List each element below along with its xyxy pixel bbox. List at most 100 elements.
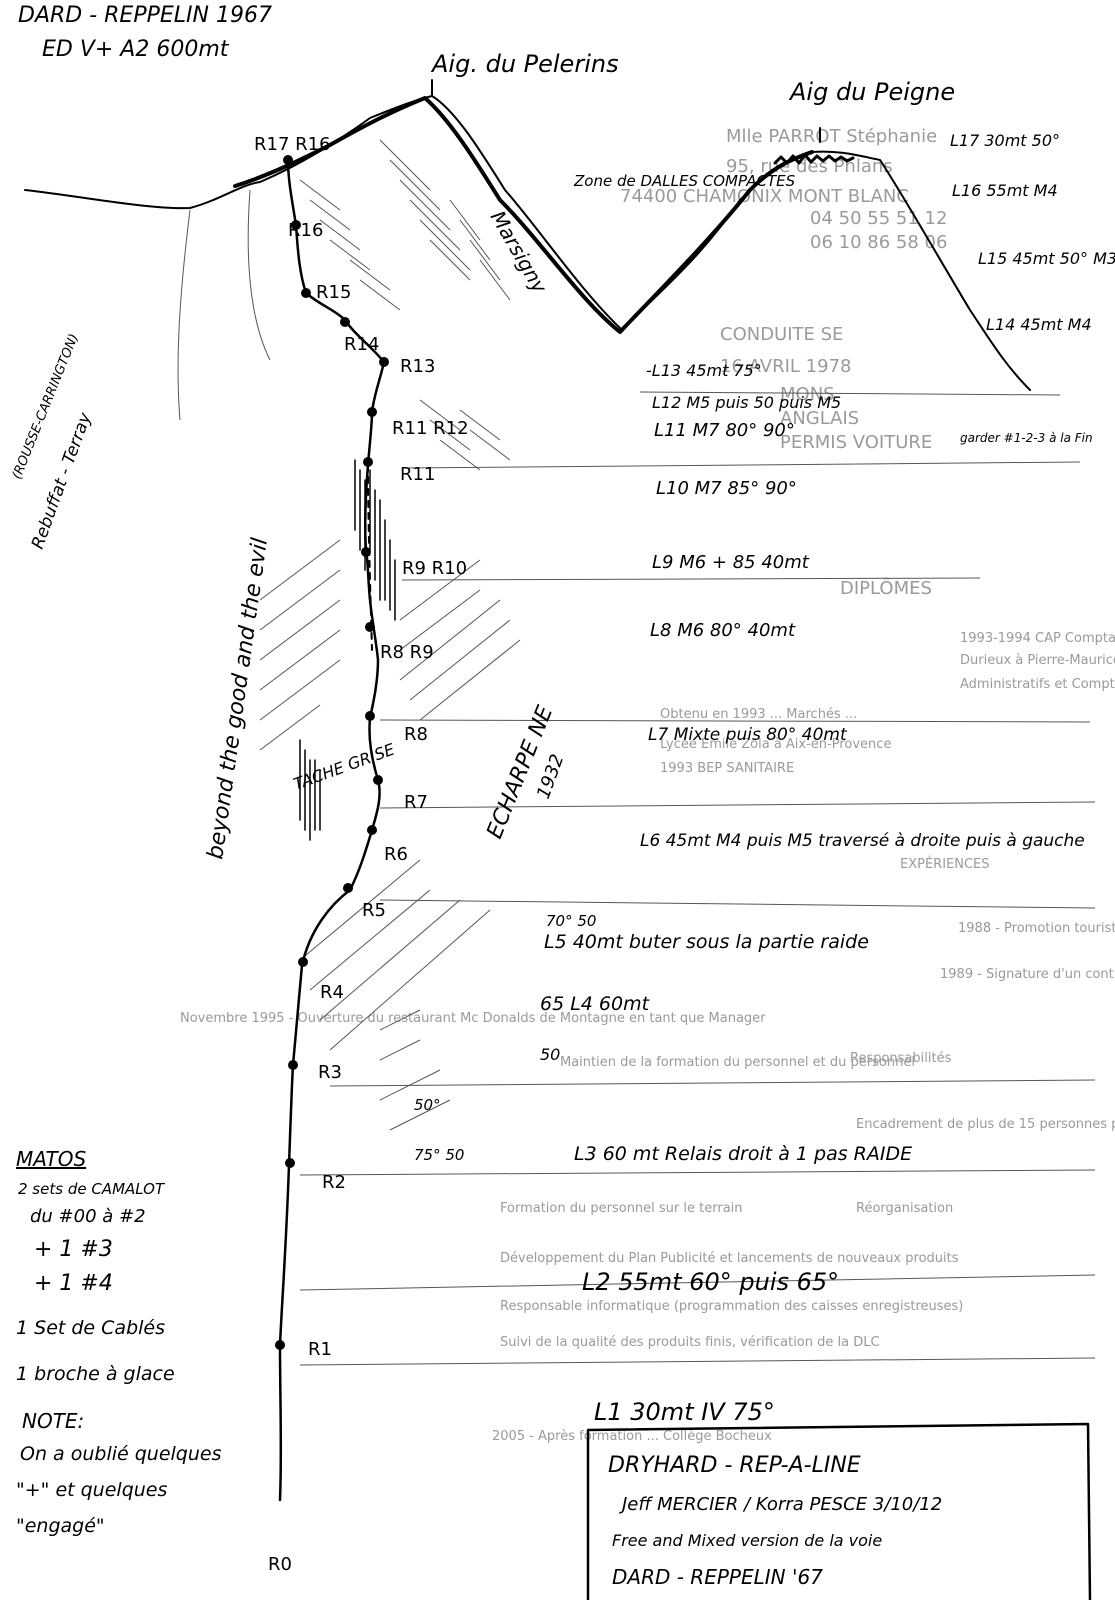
relay-dot	[367, 407, 377, 417]
cv-line: EXPÉRIENCES	[900, 856, 990, 872]
relay-dot	[340, 317, 350, 327]
cv-line: Novembre 1995 - Ouverture du restaurant …	[180, 1011, 766, 1026]
gear-line: 1 Set de Cablés	[16, 1317, 165, 1339]
relay-labels: R0 R1 R2 R3 R4 R5 R6 R7 R8 R8 R9 R9 R10 …	[254, 134, 469, 1575]
pitch-L2: L2 55mt 60° puis 65°	[582, 1268, 839, 1296]
pitch-L4-50: 50	[540, 1045, 560, 1064]
pitch-L3-angles: 75° 50	[414, 1146, 464, 1164]
pitch-L16: L16 55mt M4	[952, 181, 1058, 200]
relay-label: R9 R10	[402, 558, 467, 579]
cv-line: DIPLÔMES	[840, 577, 932, 599]
cv-line: 1993-1994 CAP Comptabilité / Administrat…	[960, 631, 1115, 646]
note-title: NOTE:	[22, 1409, 84, 1433]
pitch-L5-angles: 70° 50	[546, 912, 596, 930]
relay-dot	[365, 622, 375, 632]
relay-dot	[283, 155, 293, 165]
cv-line: Encadrement de plus de 15 personnes par …	[856, 1117, 1115, 1132]
relay-label: R4	[320, 982, 344, 1003]
gear-list: MATOS 2 sets de CAMALOT du #00 à #2 + 1 …	[16, 1147, 175, 1385]
relay-label: R6	[384, 844, 408, 865]
pitch-L1: L1 30mt IV 75°	[594, 1398, 775, 1426]
peak-peigne: Aig du Peigne	[788, 78, 955, 106]
cv-line: Mlle PARROT Stéphanie	[726, 126, 937, 147]
cv-line: 1993 BEP SANITAIRE	[660, 761, 794, 776]
relay-dot	[373, 775, 383, 785]
cv-line: Développement du Plan Publicité et lance…	[500, 1251, 959, 1266]
credit-authors: Jeff MERCIER / Korra PESCE 3/10/12	[619, 1494, 942, 1515]
cv-line: Obtenu en 1993 ... Marchés ...	[660, 707, 857, 722]
pitch-L6: L6 45mt M4 puis M5 traversé à droite pui…	[640, 831, 1085, 851]
relay-label: R7	[404, 792, 428, 813]
relay-label: R8	[404, 724, 428, 745]
pitch-L10: L10 M7 85° 90°	[656, 478, 797, 499]
side-route-labels: (ROUSSE-CARRINGTON) Rebuffat - Terray be…	[10, 332, 569, 861]
credit-title: DRYHARD - REP-A-LINE	[608, 1453, 861, 1478]
relay-label: R16	[288, 220, 323, 241]
cv-line: Réorganisation	[856, 1201, 953, 1216]
relay-dot	[365, 711, 375, 721]
route-title: DARD - REPPELIN 1967	[18, 3, 272, 28]
relay-label: R1	[308, 1339, 332, 1360]
relay-dot	[285, 1158, 295, 1168]
gear-line: + 1 #3	[34, 1237, 113, 1262]
relay-label: R17 R16	[254, 134, 331, 155]
credit-box: DRYHARD - REP-A-LINE Jeff MERCIER / Korr…	[588, 1424, 1090, 1600]
relay-label: R13	[400, 356, 435, 377]
ruled-lines	[300, 392, 1095, 1365]
cv-line: Responsable informatique (programmation …	[500, 1299, 963, 1314]
relay-dot	[367, 825, 377, 835]
cv-line: 04 50 55 51 12	[810, 208, 947, 229]
pitch-L13: -L13 45mt 75°	[646, 361, 762, 380]
relay-dot	[288, 1060, 298, 1070]
pitch-L14: L14 45mt M4	[986, 315, 1092, 334]
note-line: On a oublié quelques	[20, 1443, 222, 1465]
relay-label: R11 R12	[392, 418, 469, 439]
cv-line: 1988 - Promotion touristique en boutique…	[958, 921, 1115, 936]
relay-label: R8 R9	[380, 642, 434, 663]
gear-title: MATOS	[16, 1147, 86, 1171]
beyond-label: beyond the good and the evil	[203, 536, 273, 860]
header: DARD - REPPELIN 1967 ED V+ A2 600mt	[18, 3, 272, 62]
gear-line: 2 sets de CAMALOT	[18, 1180, 166, 1198]
pitch-L11: L11 M7 80° 90°	[654, 420, 795, 441]
relay-label: R0	[268, 1554, 292, 1575]
cv-line: Suivi de la qualité des produits finis, …	[500, 1335, 880, 1350]
note-line: "+" et quelques	[16, 1479, 167, 1501]
pitch-L12: L12 M5 puis 50 puis M5	[652, 393, 841, 412]
pitch-L8: L8 M6 80° 40mt	[650, 620, 796, 641]
relay-label: R11	[400, 464, 435, 485]
relay-label: R2	[322, 1172, 346, 1193]
relay-dot	[379, 357, 389, 367]
cv-line: Formation du personnel sur le terrain	[500, 1201, 743, 1216]
cv-line: Administratifs et Comptables 1 au Lycée …	[960, 677, 1115, 692]
peak-pelerins: Aig. du Pelerins	[430, 50, 619, 78]
pitch-L5: L5 40mt buter sous la partie raide	[544, 931, 869, 953]
pitch-L4-angle: 50°	[414, 1096, 441, 1114]
pitch-L4: 65 L4 60mt	[540, 993, 651, 1015]
pitch-L11-gear: garder #1-2-3 à la Fin	[960, 431, 1093, 445]
pitch-L3: L3 60 mt Relais droit à 1 pas RAIDE	[574, 1143, 912, 1165]
cv-line: CONDUITE SE	[720, 324, 843, 345]
relay-dot	[275, 1340, 285, 1350]
relay-dot	[301, 288, 311, 298]
cv-line: 2005 - Après formation ... Collège Boche…	[492, 1429, 772, 1444]
gear-line: + 1 #4	[34, 1271, 113, 1296]
relay-dot	[361, 547, 371, 557]
dalles-label: Zone de DALLES COMPACTES	[573, 172, 796, 190]
relay-label: R15	[316, 282, 351, 303]
slab-hatching	[260, 140, 520, 1130]
pitch-L15: L15 45mt 50° M3	[978, 249, 1115, 268]
relay-dot	[298, 957, 308, 967]
route-grade: ED V+ A2 600mt	[42, 37, 230, 62]
relay-label: R14	[344, 334, 379, 355]
pitch-L17: L17 30mt 50°	[950, 131, 1060, 150]
note-line: "engagé"	[16, 1515, 105, 1537]
note: NOTE: On a oublié quelques "+" et quelqu…	[16, 1409, 222, 1537]
relay-dot	[363, 457, 373, 467]
tache-grise-label: TACHE GRISE	[291, 739, 398, 793]
pitch-L9: L9 M6 + 85 40mt	[652, 552, 810, 573]
credit-subtitle: Free and Mixed version de la voie	[612, 1531, 882, 1550]
relay-label: R5	[362, 900, 386, 921]
gear-line: du #00 à #2	[30, 1206, 146, 1227]
